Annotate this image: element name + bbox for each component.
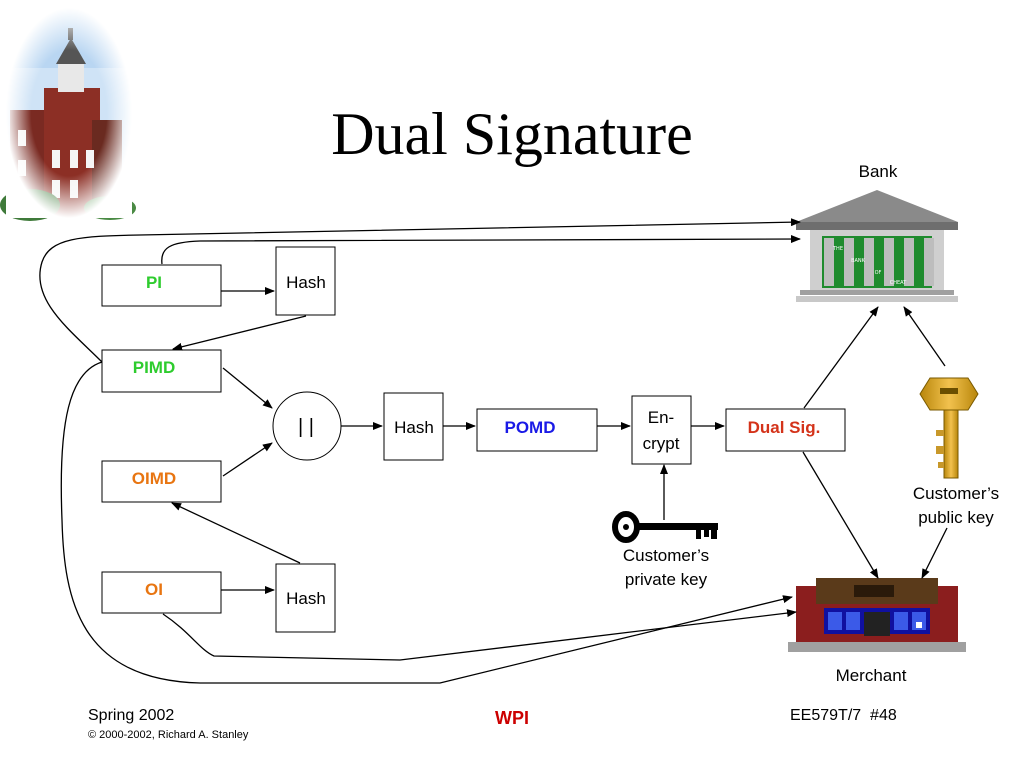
private-key-label-line1: Customer’s bbox=[623, 546, 709, 565]
public-key-label-line2: public key bbox=[918, 508, 994, 527]
flow-arrows bbox=[39, 218, 948, 684]
pi-box bbox=[101, 264, 222, 307]
hash-pi-box bbox=[275, 246, 336, 316]
encrypt-label-line1: En- bbox=[648, 408, 674, 427]
footer-org: WPI bbox=[495, 708, 529, 728]
private-key-icon bbox=[612, 511, 718, 543]
bank-sign-bank: BANK bbox=[851, 258, 866, 264]
private-key-label-line2: private key bbox=[625, 570, 708, 589]
merchant-icon bbox=[788, 578, 966, 652]
slide-title: Dual Signature bbox=[331, 101, 693, 167]
bank-sign-cheat: CHEAT bbox=[890, 280, 907, 286]
oi-box bbox=[101, 571, 222, 614]
pomd-box bbox=[476, 408, 598, 452]
footer-copyright: © 2000-2002, Richard A. Stanley bbox=[88, 729, 249, 741]
bank-sign-the: THE bbox=[832, 246, 843, 252]
footer-term: Spring 2002 bbox=[88, 707, 175, 724]
footer-course: EE579T/7 #48 bbox=[790, 707, 897, 724]
hash-concat-label: Hash bbox=[394, 418, 434, 437]
bank-label: Bank bbox=[859, 162, 898, 181]
concat-label: | | bbox=[298, 416, 314, 438]
public-key-label-line1: Customer’s bbox=[913, 484, 999, 503]
public-key-icon bbox=[919, 377, 979, 479]
oimd-label: OIMD bbox=[132, 469, 176, 488]
bank-icon bbox=[796, 190, 958, 302]
hash-oi-label: Hash bbox=[286, 589, 326, 608]
oi-label: OI bbox=[145, 580, 163, 599]
pi-label: PI bbox=[146, 273, 162, 292]
pimd-box bbox=[101, 349, 222, 393]
pomd-label: POMD bbox=[505, 418, 556, 437]
oimd-box bbox=[101, 460, 222, 503]
merchant-label: Merchant bbox=[836, 666, 907, 685]
wpi-tower-image bbox=[0, 8, 136, 221]
encrypt-box bbox=[631, 395, 692, 465]
pimd-label: PIMD bbox=[133, 358, 176, 377]
hash-oi-box bbox=[275, 563, 336, 633]
hash-concat-box bbox=[383, 392, 444, 461]
dual-sig-box bbox=[725, 408, 846, 452]
hash-pi-label: Hash bbox=[286, 273, 326, 292]
encrypt-label-line2: crypt bbox=[643, 434, 680, 453]
bank-sign-of: OF bbox=[875, 270, 882, 276]
dual-sig-label: Dual Sig. bbox=[748, 418, 821, 437]
